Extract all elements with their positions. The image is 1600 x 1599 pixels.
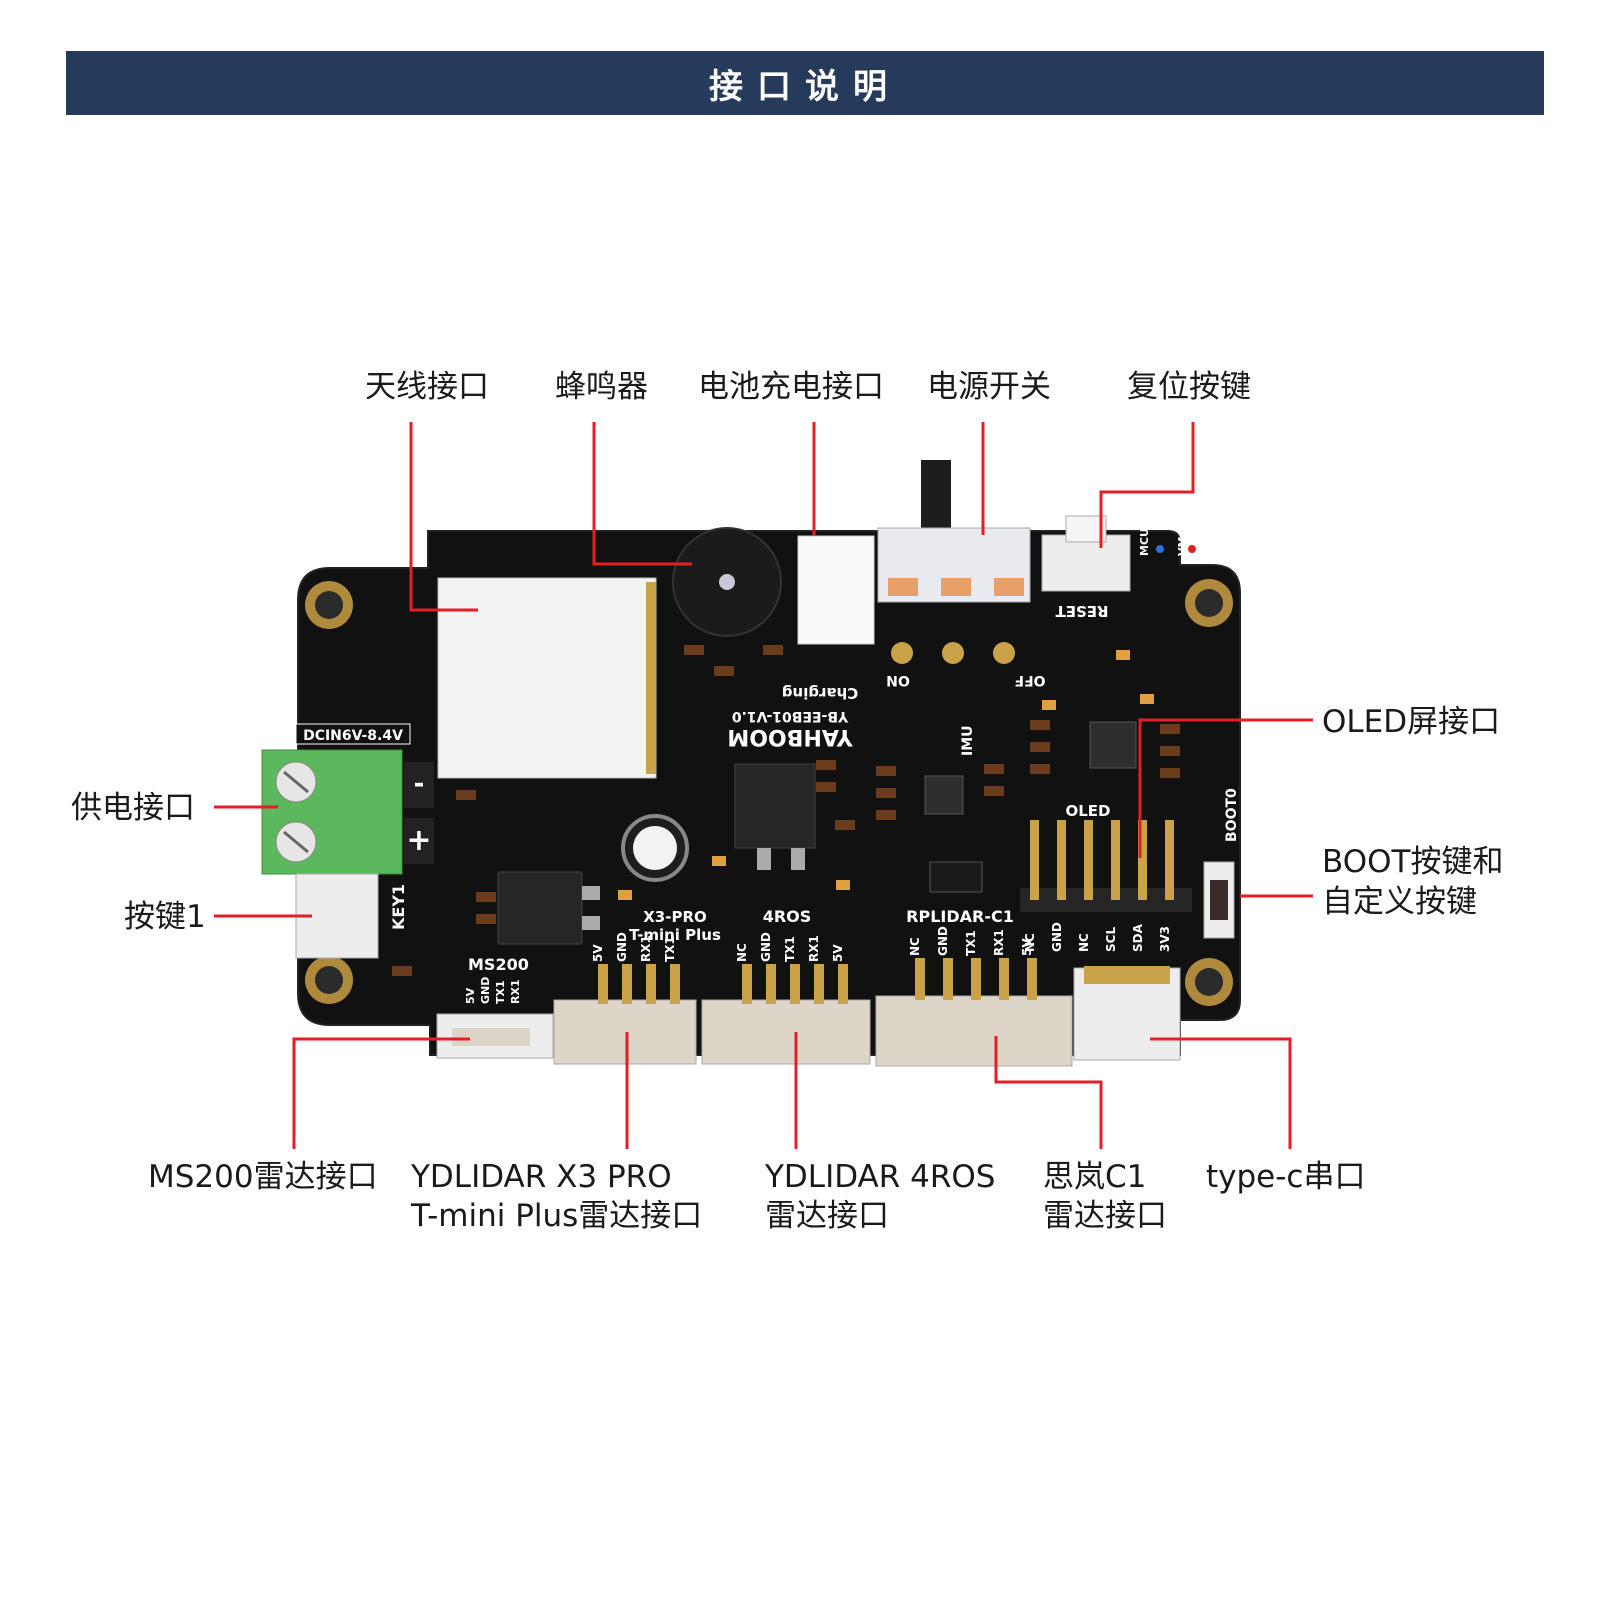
regulator-u2 xyxy=(734,763,816,849)
label-antenna: 天线接口 xyxy=(365,369,489,405)
rplidar-connector xyxy=(875,958,1073,1067)
silk-x3pro-l2: T-mini Plus xyxy=(629,926,721,944)
label-4ros-line2: 雷达接口 xyxy=(765,1198,889,1234)
leader-reset xyxy=(1099,422,1195,548)
pin-label: GND xyxy=(759,932,773,962)
pin-label: RX1 xyxy=(639,935,653,962)
pin-label: RX1 xyxy=(992,929,1006,956)
label-ms200: MS200雷达接口 xyxy=(148,1159,378,1195)
label-oled: OLED屏接口 xyxy=(1322,704,1501,740)
silk-4ros: 4ROS xyxy=(763,907,812,926)
pin-label: 5V xyxy=(831,944,845,962)
label-power-switch: 电源开关 xyxy=(927,369,1051,405)
mounting-holes xyxy=(305,579,1233,1006)
silk-key1: KEY1 xyxy=(389,884,408,930)
page-title: 接口说明 xyxy=(709,66,901,107)
label-typec: type-c串口 xyxy=(1206,1159,1366,1195)
label-power-input: 供电接口 xyxy=(71,790,195,826)
charge-connector xyxy=(797,535,875,645)
reset-button xyxy=(1041,534,1131,592)
leader-buzzer xyxy=(592,422,692,566)
silk-charging: Charging xyxy=(782,684,859,702)
silk-model: YB-EEB01-V1.0 xyxy=(732,708,850,724)
label-reset-key: 复位按键 xyxy=(1127,369,1251,405)
pin-label: GND xyxy=(936,926,950,956)
oled-header xyxy=(1020,820,1192,912)
leader-antenna xyxy=(409,422,478,612)
header-banner: 接口说明 xyxy=(66,51,1544,115)
silk-brand: YAHBOOM xyxy=(727,724,853,749)
pin-label: NC xyxy=(1023,933,1037,952)
silk-dcin: DCIN6V-8.4V xyxy=(303,728,403,744)
regulator-u1 xyxy=(497,871,583,945)
pin-label: SDA xyxy=(1131,923,1145,952)
label-battery-charge: 电池充电接口 xyxy=(698,369,884,405)
pin-label: TX1 xyxy=(663,936,677,962)
ms200-connector xyxy=(436,1013,554,1059)
silk-off: OFF xyxy=(1014,672,1045,688)
boot-button xyxy=(1203,861,1235,939)
silk-plus: + xyxy=(406,823,431,858)
label-key1: 按键1 xyxy=(124,899,206,935)
pin-label: SCL xyxy=(1104,927,1118,952)
pin-label: 5V xyxy=(1020,938,1034,956)
label-c1-line1: 思岚C1 xyxy=(1043,1159,1147,1195)
chip-d3 xyxy=(929,861,983,893)
label-boot-line1: BOOT按键和 xyxy=(1322,844,1504,880)
wifi-module xyxy=(437,577,657,779)
label-c1-line2: 雷达接口 xyxy=(1043,1198,1167,1234)
ros4-connector xyxy=(701,964,871,1065)
pin-label: GND xyxy=(615,932,629,962)
silk-imu: IMU xyxy=(960,725,976,756)
pin-label: NC xyxy=(735,943,749,962)
pin-label: GND xyxy=(479,977,492,1004)
leader-c1 xyxy=(994,1036,1103,1149)
silk-reset: RESET xyxy=(1055,602,1109,620)
chip-u6 xyxy=(1089,721,1137,769)
label-boot-line2: 自定义按键 xyxy=(1322,884,1477,920)
pin-label: TX1 xyxy=(494,980,507,1004)
silk-ms200: MS200 xyxy=(468,955,529,974)
silk-boot0: BOOT0 xyxy=(1224,788,1240,842)
label-x3pro-line1: YDLIDAR X3 PRO xyxy=(411,1159,672,1195)
pin-label: RX1 xyxy=(807,935,821,962)
leader-ms200 xyxy=(292,1037,470,1149)
silk-on: ON xyxy=(886,672,910,688)
leader-oled xyxy=(1138,718,1313,858)
pin-label: 3V3 xyxy=(1158,926,1172,952)
leader-lines xyxy=(214,422,1313,1149)
silk-vm: VM xyxy=(1176,537,1189,556)
silk-oled: OLED xyxy=(1065,802,1110,820)
pin-label: 5V xyxy=(464,987,477,1004)
x3pro-connector xyxy=(553,964,697,1065)
label-buzzer: 蜂鸣器 xyxy=(555,369,648,405)
label-x3pro-line2: T-mini Plus雷达接口 xyxy=(411,1198,703,1234)
pin-label: TX1 xyxy=(783,936,797,962)
pin-label: NC xyxy=(908,937,922,956)
leader-typec xyxy=(1150,1037,1292,1149)
label-4ros-line1: YDLIDAR 4ROS xyxy=(765,1159,996,1195)
silk-x3pro-l1: X3-PRO xyxy=(643,908,707,926)
imu-chip xyxy=(924,775,964,815)
silk-mcu: MCU xyxy=(1138,528,1151,556)
pin-label: TX1 xyxy=(964,930,978,956)
pin-label: RX1 xyxy=(509,979,522,1004)
pin-label: NC xyxy=(1077,933,1091,952)
silk-minus: - xyxy=(414,769,425,799)
pin-label: 5V xyxy=(591,944,605,962)
silk-rplidar: RPLIDAR-C1 xyxy=(906,907,1014,926)
pin-label: GND xyxy=(1050,922,1064,952)
